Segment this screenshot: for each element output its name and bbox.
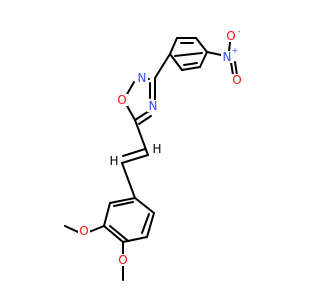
nitro-oxygen-bottom-background — [231, 74, 243, 86]
nitro-oxygen-bottom-label: O — [232, 73, 241, 87]
ring-nitrogen-right-background — [147, 100, 159, 112]
methoxy-oxygen-left-background — [78, 225, 90, 237]
nitro-oxygen-top-label: O — [226, 29, 235, 43]
alkene-h-upper-label: H — [152, 142, 161, 156]
methoxy-oxygen-bottom-background — [117, 254, 129, 266]
alkene-h-upper-background — [152, 143, 162, 155]
ring-oxygen-label: O — [117, 93, 126, 107]
nitro-nitrogen-background — [221, 51, 233, 63]
ring-nitrogen-top-label: N — [138, 71, 147, 85]
methoxy-oxygen-bottom-label: O — [118, 253, 127, 267]
canvas-background — [0, 0, 300, 300]
nitro-oxygen-top-background — [225, 30, 237, 42]
alkene-h-lower-background — [109, 155, 119, 167]
bond-layer — [64, 37, 238, 281]
nitro-nitrogen-charge: + — [232, 46, 239, 55]
atom-label-layer: O - N + O N O N H H O O — [78, 27, 243, 267]
ring-nitrogen-top-background — [136, 72, 148, 84]
methoxy-oxygen-left-label: O — [79, 224, 88, 238]
molecule-structure: O - N + O N O N H H O O — [0, 0, 300, 300]
ring-nitrogen-right-label: N — [149, 99, 158, 113]
alkene-h-lower-label: H — [109, 154, 118, 168]
nitro-nitrogen-label: N — [223, 50, 232, 64]
ring-oxygen-background — [116, 94, 128, 106]
nitro-oxygen-top-charge: - — [238, 27, 241, 36]
